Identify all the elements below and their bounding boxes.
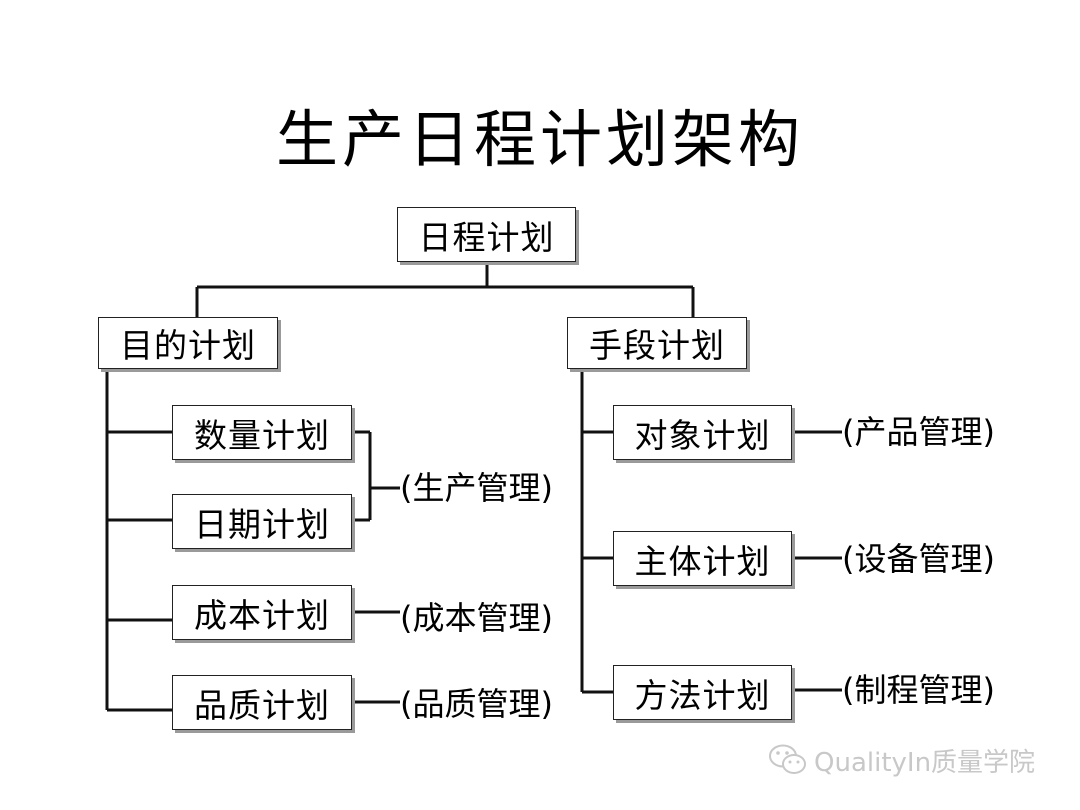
left-node-cost-plan: 成本计划 xyxy=(172,585,352,640)
right-node-method-plan: 方法计划 xyxy=(613,665,792,720)
note-cost-management: (成本管理) xyxy=(400,599,553,637)
watermark-text: QualityIn质量学院 xyxy=(814,747,1036,778)
left-node-quantity-plan: 数量计划 xyxy=(172,405,352,460)
left-node-date-plan: 日期计划 xyxy=(172,494,352,549)
branch-node-goal-plan: 目的计划 xyxy=(98,317,278,369)
wechat-icon xyxy=(768,743,808,777)
note-equipment-management: (设备管理) xyxy=(842,540,995,578)
root-node: 日程计划 xyxy=(397,207,576,262)
watermark: QualityIn质量学院 xyxy=(768,742,1035,778)
note-production-management: (生产管理) xyxy=(400,469,553,507)
right-node-subject-plan: 主体计划 xyxy=(613,531,792,586)
right-node-object-plan: 对象计划 xyxy=(613,405,792,460)
branch-node-means-plan: 手段计划 xyxy=(567,317,747,369)
page-title: 生产日程计划架构 xyxy=(275,103,804,176)
left-node-quality-plan: 品质计划 xyxy=(172,675,352,730)
note-process-management: (制程管理) xyxy=(842,671,995,709)
note-product-management: (产品管理) xyxy=(842,413,995,451)
note-quality-management: (品质管理) xyxy=(400,685,553,723)
